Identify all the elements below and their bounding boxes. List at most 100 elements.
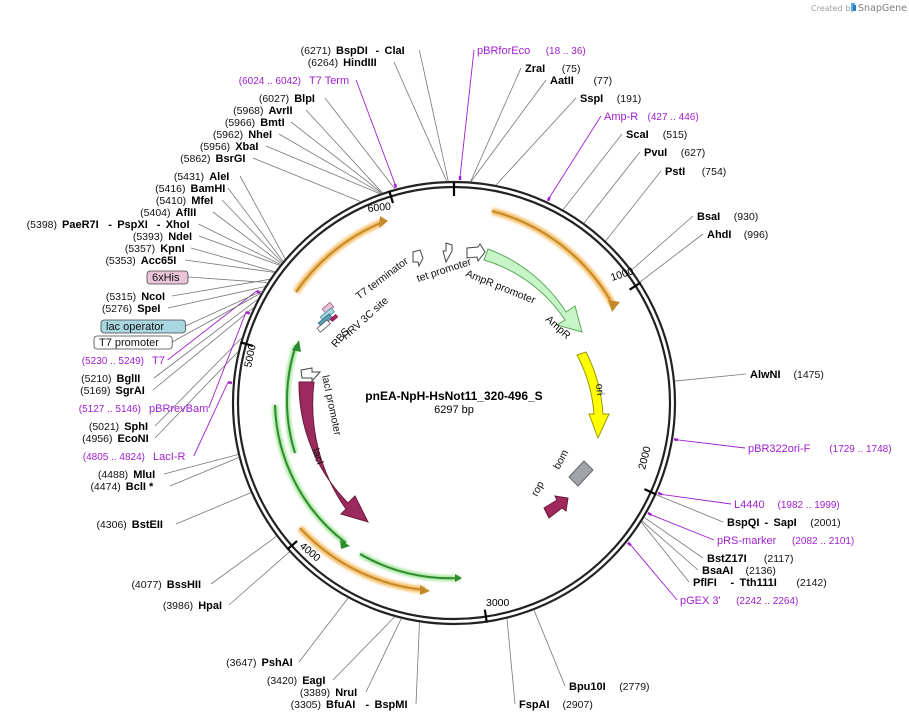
leader-line	[661, 494, 732, 505]
enzyme-zrai: ZraI	[525, 63, 545, 75]
cloning-region-blocks	[316, 301, 339, 333]
ori-arrow	[576, 351, 610, 440]
enzyme-position: (5315)	[106, 291, 136, 303]
t7-terminator-arrow	[412, 249, 424, 268]
enzyme-tth111i: Tth111I	[740, 577, 777, 589]
enzyme-separator: -	[765, 517, 769, 529]
enzyme-bsaai: BsaAI	[702, 565, 733, 577]
leader-line	[190, 247, 276, 273]
leader-line	[167, 286, 266, 309]
primer-mark	[245, 310, 251, 315]
enzyme-position: (5956)	[200, 141, 230, 153]
leader-line	[674, 373, 747, 382]
primer-mark	[657, 491, 663, 496]
primer-mark	[255, 289, 261, 295]
leader-line	[154, 337, 243, 427]
leader-line	[252, 157, 361, 202]
leader-line	[290, 121, 383, 194]
enzyme-hpai: HpaI	[198, 600, 222, 612]
enzyme-psti: PstI	[665, 166, 685, 178]
leader-line	[193, 382, 229, 457]
leader-line	[172, 291, 264, 343]
leader-line	[187, 276, 269, 284]
leader-line	[298, 597, 349, 663]
primer-position: (18 .. 36)	[546, 46, 586, 57]
enzyme-position: (6271)	[301, 45, 331, 57]
tick-mark	[483, 609, 488, 623]
enzyme-position: (515)	[663, 129, 688, 141]
feature-arcs	[272, 207, 620, 595]
enzyme-position: (6027)	[259, 93, 289, 105]
enzyme-pspxi: PspXI	[117, 219, 148, 231]
feature-label-laci: lacI	[309, 447, 326, 466]
enzyme-bcli: BclI *	[126, 481, 154, 493]
enzyme-blpi: BlpI	[294, 93, 315, 105]
primer-pgex-3: pGEX 3'	[680, 595, 721, 607]
boxed-feature-label: T7 promoter	[99, 337, 159, 349]
leader-line	[641, 521, 690, 583]
leader-line	[630, 544, 678, 601]
leader-line	[210, 536, 277, 585]
primer-position: (1729 .. 1748)	[829, 444, 891, 455]
enzyme-position: (2142)	[796, 577, 826, 589]
boxed-feature-label: 6xHis	[152, 272, 180, 284]
enzyme-bglii: BglII	[117, 373, 141, 385]
leader-line	[198, 223, 281, 265]
primer-position: (6024 .. 6042)	[239, 76, 301, 87]
enzyme-position: (4077)	[131, 579, 161, 591]
enzyme-bstz17i: BstZ17I	[707, 553, 747, 565]
leader-line	[459, 49, 475, 177]
primer-t7: T7	[152, 355, 165, 367]
enzyme-labels-right: ZraI(75)AatII(77)SspI(191)ScaI(515)PvuI(…	[79, 45, 892, 711]
enzyme-bsrgi: BsrGI	[216, 153, 246, 165]
credit: Created by SnapGene	[811, 3, 907, 14]
enzyme-position: (5353)	[105, 255, 135, 267]
leader-line	[415, 622, 420, 705]
leader-line	[495, 97, 577, 186]
backbone	[231, 180, 677, 626]
leader-line	[470, 67, 522, 182]
boxed-feature-6xhis	[146, 270, 189, 285]
enzyme-acc65i: Acc65I	[141, 255, 176, 267]
enzyme-bspdi: BspDI	[336, 45, 368, 57]
leader-line	[185, 289, 265, 327]
credit-brand: SnapGene	[858, 3, 907, 14]
leader-line	[169, 457, 239, 487]
feature-label-rop: rop	[529, 479, 547, 498]
enzyme-position: (2136)	[746, 565, 776, 577]
enzyme-nhei: NheI	[248, 129, 272, 141]
tick-mark	[629, 281, 642, 291]
leader-line	[605, 170, 662, 242]
enzyme-position: (5169)	[80, 385, 110, 397]
enzyme-mfei: MfeI	[191, 195, 213, 207]
leader-line	[184, 259, 275, 273]
leader-line	[365, 618, 402, 693]
enzyme-position: (4474)	[90, 481, 120, 493]
leader-line	[562, 133, 623, 210]
enzyme-position: (5410)	[156, 195, 186, 207]
enzyme-position: (5404)	[140, 207, 170, 219]
leader-line	[631, 215, 694, 271]
enzyme-aatii: AatII	[550, 75, 574, 87]
enzyme-paer7i: PaeR7I	[62, 219, 99, 231]
enzyme-position: (996)	[744, 229, 769, 241]
enzyme-econi: EcoNI	[118, 433, 149, 445]
enzyme-xbai: XbaI	[235, 141, 258, 153]
leader-lines	[152, 49, 747, 705]
enzyme-position: (5021)	[89, 421, 119, 433]
primer-position: (2082 .. 2101)	[792, 536, 854, 547]
rop-arrow	[543, 495, 569, 519]
primer-mark	[546, 196, 551, 202]
tick-label: 2000	[636, 445, 653, 471]
primer-mark	[647, 511, 653, 517]
enzyme-clai: ClaI	[385, 45, 405, 57]
primer-amp-r: Amp-R	[604, 111, 638, 123]
leader-line	[418, 49, 449, 182]
leader-line	[332, 616, 395, 681]
primer-laci-r: LacI-R	[153, 451, 185, 463]
enzyme-position: (5416)	[155, 183, 185, 195]
enzyme-separator: -	[376, 45, 380, 57]
enzyme-labels-left: (6271)BspDI-ClaIHindIII(6264)BlpI(6027)A…	[27, 45, 408, 711]
